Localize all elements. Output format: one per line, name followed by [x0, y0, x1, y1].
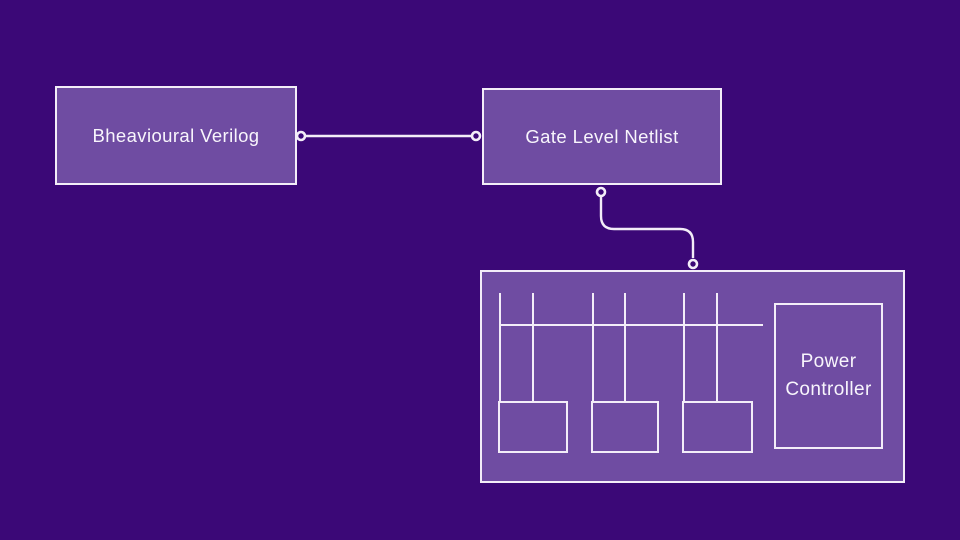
node-gate-level-netlist: Gate Level Netlist — [482, 88, 722, 185]
edge-s-curve — [599, 197, 695, 258]
node-power-controller: Power Controller — [774, 303, 883, 449]
edge-endpoint-node — [470, 130, 482, 142]
edge-endpoint-node — [295, 130, 307, 142]
edge-verilog-to-netlist — [295, 130, 482, 142]
node-behavioural-verilog-label: Bheavioural Verilog — [92, 124, 260, 146]
edge-netlist-to-power-module — [595, 186, 699, 270]
node-behavioural-verilog: Bheavioural Verilog — [55, 86, 297, 185]
node-power-controller-label: Power Controller — [785, 351, 872, 400]
edge-endpoint-node — [595, 186, 607, 198]
node-gate-level-netlist-label: Gate Level Netlist — [525, 125, 679, 147]
edge-endpoint-node — [687, 258, 699, 270]
